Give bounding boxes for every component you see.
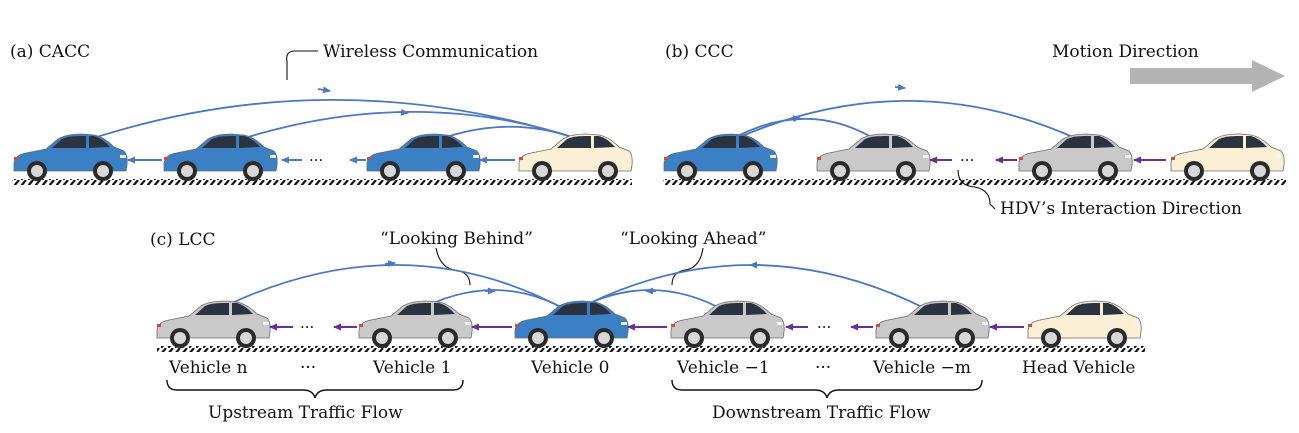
vehicle-ellipsis-left: ··· bbox=[300, 358, 316, 378]
upstream-traffic-flow-label: Upstream Traffic Flow bbox=[208, 403, 403, 423]
comm-arc bbox=[69, 99, 576, 147]
wireless-communication-callout: Wireless Communication bbox=[323, 42, 538, 62]
car-icon bbox=[163, 133, 278, 182]
car-icon bbox=[156, 300, 271, 349]
car-icon bbox=[816, 133, 931, 182]
downstream-traffic-flow-label: Downstream Traffic Flow bbox=[712, 403, 931, 423]
downstream-brace bbox=[671, 379, 983, 399]
car-icon bbox=[663, 133, 778, 182]
panel-a: (a) CACC Wireless Communication ··· bbox=[10, 42, 633, 185]
road bbox=[12, 179, 632, 185]
looking-ahead-callout: “Looking Ahead” bbox=[620, 229, 766, 249]
ellipsis: ··· bbox=[309, 151, 323, 169]
car-icon bbox=[670, 300, 785, 349]
comm-arc bbox=[719, 100, 1076, 147]
arc-arrowhead bbox=[317, 86, 331, 94]
arc-arrowhead bbox=[384, 260, 396, 268]
callout-leader bbox=[286, 50, 318, 80]
car-icon bbox=[518, 133, 633, 182]
callout-leader bbox=[671, 247, 704, 286]
panel-b-title: (b) CCC bbox=[665, 42, 734, 62]
motion-direction-label: Motion Direction bbox=[1052, 42, 1199, 62]
vehicle-0-label: Vehicle 0 bbox=[530, 358, 609, 378]
panel-c-title: (c) LCC bbox=[150, 230, 216, 250]
looking-behind-callout: “Looking Behind” bbox=[380, 229, 533, 249]
arc-arrowhead bbox=[894, 83, 906, 91]
comm-arc bbox=[219, 111, 576, 147]
vehicle-n-label: Vehicle n bbox=[168, 358, 248, 378]
vehicle-ellipsis-right: ··· bbox=[815, 358, 831, 378]
vehicle-minus-m-label: Vehicle −m bbox=[872, 358, 971, 378]
head-vehicle-label: Head Vehicle bbox=[1022, 358, 1136, 378]
road bbox=[663, 179, 1286, 185]
ellipsis: ··· bbox=[300, 318, 314, 336]
car-icon bbox=[358, 300, 473, 349]
vehicle-1-label: Vehicle 1 bbox=[372, 358, 451, 378]
hdv-interaction-callout: HDV’s Interaction Direction bbox=[1000, 199, 1242, 219]
panel-a-title: (a) CACC bbox=[10, 42, 90, 62]
right-arrow-icon bbox=[1130, 60, 1285, 92]
road bbox=[157, 346, 1145, 352]
car-icon bbox=[13, 133, 128, 182]
callout-leader bbox=[957, 169, 996, 210]
car-icon bbox=[366, 133, 481, 182]
arc-arrowhead bbox=[789, 115, 801, 123]
arc-arrowhead bbox=[397, 108, 409, 116]
car-icon bbox=[1027, 300, 1142, 349]
car-icon bbox=[875, 300, 990, 349]
car-icon bbox=[514, 300, 629, 349]
callout-leader bbox=[435, 247, 471, 286]
ellipsis: ··· bbox=[960, 151, 974, 169]
car-icon bbox=[1170, 133, 1285, 182]
ellipsis: ··· bbox=[817, 318, 831, 336]
upstream-brace bbox=[166, 379, 464, 399]
panel-b: (b) CCC Motion Direction ··· HDV’s Inter… bbox=[663, 42, 1286, 219]
panel-c: (c) LCC “Looking Behind” “Looking Ahead”… bbox=[150, 229, 1145, 423]
car-icon bbox=[1018, 133, 1133, 182]
vehicle-minus-1-label: Vehicle −1 bbox=[676, 358, 770, 378]
comm-arc bbox=[212, 264, 571, 313]
